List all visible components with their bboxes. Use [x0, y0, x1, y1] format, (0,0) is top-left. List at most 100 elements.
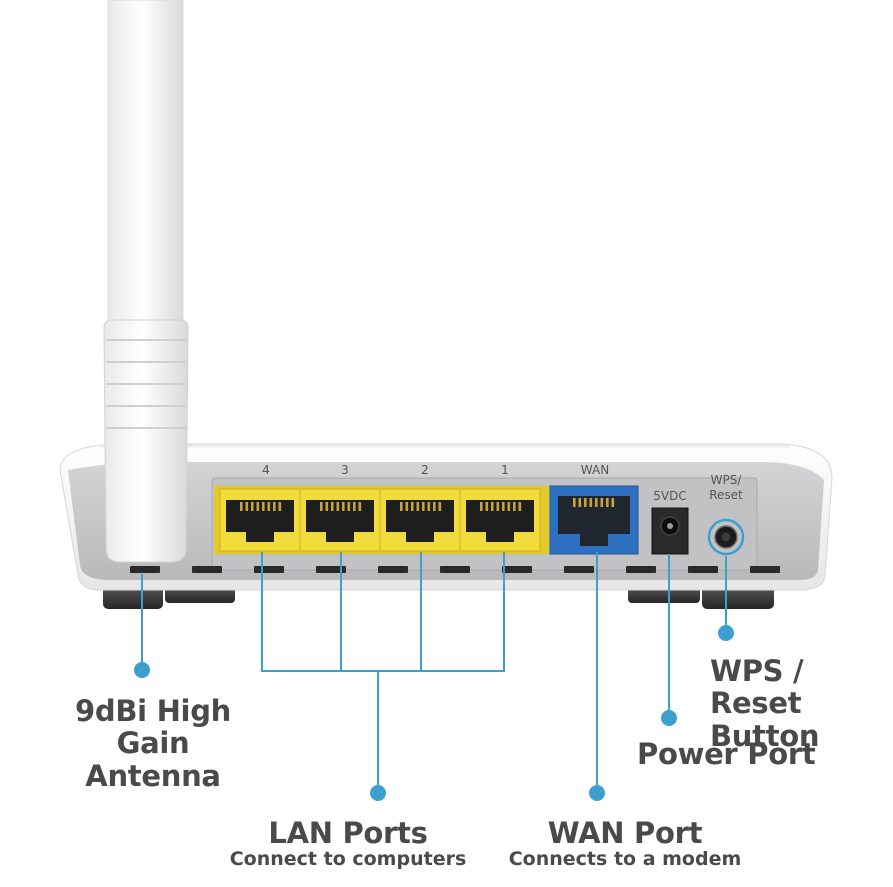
- lan-port-pin: [353, 502, 356, 511]
- antenna-callout-dot: [134, 662, 150, 678]
- antenna-shaft: [107, 0, 184, 331]
- lan-port-pin: [438, 502, 442, 511]
- lan-port-pin: [411, 502, 414, 511]
- reset-button-highlight-ring: [707, 518, 745, 556]
- lan-port-pin: [433, 502, 436, 511]
- lan-port-pin: [416, 502, 420, 511]
- lan-port-pin: [267, 502, 271, 511]
- lan-port-pin: [502, 502, 505, 511]
- ethernet-port-icon: [386, 500, 454, 542]
- wan-port-pin: [589, 498, 593, 507]
- vent-slot: [254, 566, 284, 573]
- vent-slot: [688, 566, 718, 573]
- wan-port-pin: [611, 498, 615, 507]
- lan-number-2: 2: [421, 463, 429, 477]
- wps-reset-button: [707, 518, 745, 556]
- antenna-callout-line1: 9dBi High Gain: [75, 694, 231, 761]
- power-port: [651, 507, 689, 555]
- vent-slots: [130, 566, 780, 573]
- lan-port-pin: [427, 502, 431, 511]
- lan-port-pin: [496, 502, 500, 511]
- reset-button-core: [721, 532, 731, 542]
- vent-slot: [502, 566, 532, 573]
- wan-port: [549, 485, 639, 555]
- power-callout: Power Port: [637, 737, 837, 771]
- lan-port-pin: [240, 502, 243, 511]
- lan-port-pin: [273, 502, 276, 511]
- lan-port-pin: [405, 502, 409, 511]
- lan-port-pin: [278, 502, 282, 511]
- lan-callout-subtitle: Connect to computers: [229, 848, 467, 871]
- callout-lines: [141, 552, 727, 793]
- wan-port-pin: [573, 498, 576, 507]
- vent-slot: [626, 566, 656, 573]
- lan-port-pin: [256, 502, 260, 511]
- lan-port-pin: [347, 502, 351, 511]
- ethernet-port-icon: [226, 500, 294, 542]
- ethernet-port-icon: [466, 500, 534, 542]
- wps-panel-label-line1: WPS/: [711, 473, 743, 487]
- callout-dots: [134, 625, 734, 801]
- lan-number-4: 4: [262, 463, 270, 477]
- lan-port-pin: [358, 502, 362, 511]
- lan-port-pin: [507, 502, 511, 511]
- lan-bracket: [261, 552, 505, 672]
- power-panel-label: 5VDC: [653, 489, 686, 503]
- ethernet-port-icon: [558, 496, 630, 534]
- wan-port-latch: [580, 534, 608, 546]
- lan-port-pin: [245, 502, 249, 511]
- wan-callout-subtitle: Connects to a modem: [508, 848, 742, 871]
- antenna-icon: [103, 0, 189, 563]
- wan-port-pin: [595, 498, 598, 507]
- lan-port-pin: [331, 502, 334, 511]
- lan-port-pin: [518, 502, 522, 511]
- wps-callout-line1: WPS / Reset: [710, 654, 804, 721]
- power-jack-pin: [667, 523, 673, 529]
- lan-callout-dot: [370, 785, 386, 801]
- vent-slot: [440, 566, 470, 573]
- wps-callout: WPS / Reset Button: [710, 654, 890, 753]
- vent-slot: [192, 566, 222, 573]
- lan-port-pin: [325, 502, 329, 511]
- vent-slot: [378, 566, 408, 573]
- lan-ports: [219, 488, 541, 552]
- lan-port-pin: [513, 502, 516, 511]
- vent-slot: [130, 566, 160, 573]
- wan-port-pin: [578, 498, 582, 507]
- wps-callout-dot: [718, 625, 734, 641]
- wps-panel-label-line2: Reset: [709, 488, 743, 502]
- power-callout-line1: Power Port: [637, 737, 816, 771]
- wan-port-pin: [600, 498, 604, 507]
- wan-panel-label: WAN: [581, 463, 609, 477]
- lan-port-pin: [480, 502, 483, 511]
- foot-left-outer: [103, 585, 163, 609]
- lan-port-pin: [422, 502, 425, 511]
- wan-port-pin: [606, 498, 609, 507]
- lan-port-pin: [400, 502, 403, 511]
- foot-right-outer: [702, 585, 774, 609]
- antenna-callout: 9dBi High Gain Antenna: [38, 694, 268, 793]
- lan-port-pin: [342, 502, 345, 511]
- vent-slot: [750, 566, 780, 573]
- power-callout-dot: [661, 710, 677, 726]
- lan-port-pin: [485, 502, 489, 511]
- antenna-callout-line2: Antenna: [85, 758, 221, 793]
- lan-number-3: 3: [341, 463, 349, 477]
- lan-port-pin: [336, 502, 340, 511]
- wan-callout: WAN Port Connects to a modem: [500, 817, 750, 871]
- vent-slot: [316, 566, 346, 573]
- vent-slot: [564, 566, 594, 573]
- lan-port-pin: [251, 502, 254, 511]
- wan-callout-title: WAN Port: [547, 816, 703, 850]
- lan-port-pin: [320, 502, 323, 511]
- lan-callout-title: LAN Ports: [268, 816, 428, 850]
- lan-port-pin: [262, 502, 265, 511]
- antenna-ribs: [106, 339, 186, 429]
- lan-number-1: 1: [501, 463, 509, 477]
- wan-port-pins: [573, 498, 615, 507]
- wan-port-pin: [584, 498, 587, 507]
- lan-port-pin: [491, 502, 494, 511]
- wan-callout-dot: [589, 785, 605, 801]
- wps-callout-line2: Button: [710, 718, 820, 753]
